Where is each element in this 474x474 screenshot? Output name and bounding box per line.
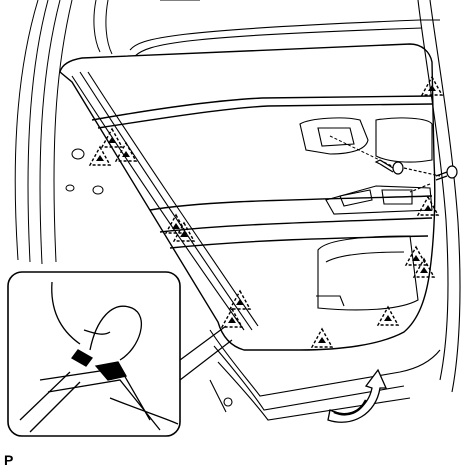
armrest-switch-base <box>325 185 433 215</box>
clip-detail-inset <box>7 271 233 437</box>
clip-marker-icon <box>405 246 427 266</box>
screw-leader-line <box>329 135 393 167</box>
clip-marker-icon <box>229 290 251 310</box>
clip-marker-icon <box>311 328 333 348</box>
screw-icon <box>409 165 458 193</box>
door-pocket <box>316 235 419 311</box>
figure-corner-label: P <box>4 452 14 468</box>
door-body-lines <box>14 0 200 265</box>
curved-arrow-icon <box>327 368 388 423</box>
inner-handle-bezel <box>299 117 433 163</box>
body-holes <box>65 148 104 195</box>
trim-edge-strip <box>71 71 259 331</box>
clip-marker-icon <box>377 306 399 326</box>
door-sill <box>209 329 441 421</box>
clip-marker-icon <box>89 146 111 166</box>
